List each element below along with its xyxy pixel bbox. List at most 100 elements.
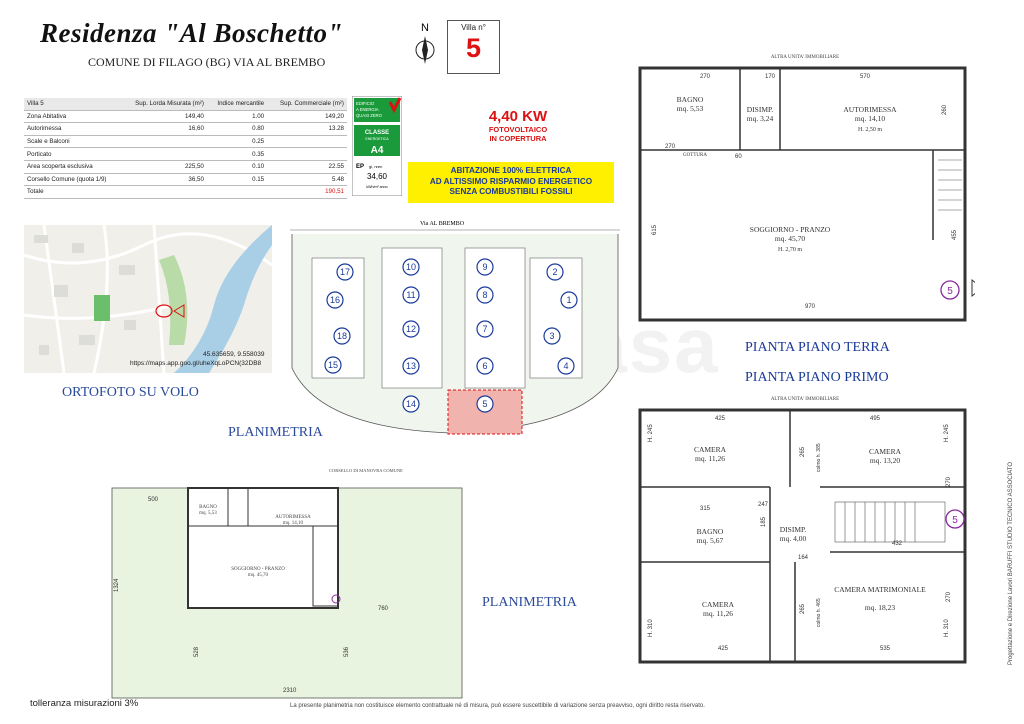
dim-label: 455 <box>952 229 958 240</box>
table-header: Indice mercantile <box>206 98 268 111</box>
room-area: mq. 4,00 <box>780 534 807 543</box>
surface-table: Villa 5 Sup. Lorda Misurata (m²) Indice … <box>24 98 347 199</box>
table-cell: Zona Abitativa <box>24 110 122 124</box>
pv-line-1: FOTOVOLTAICO <box>488 125 548 134</box>
table-cell <box>121 135 207 149</box>
dim-label: 247 <box>758 502 769 508</box>
dim-label: H. 245 <box>944 424 950 442</box>
lot-number: 10 <box>406 262 416 272</box>
dim-label: 164 <box>798 555 809 561</box>
lot-number: 6 <box>482 361 487 371</box>
room-name: DISIMP. <box>747 105 774 114</box>
dim-label: 270 <box>700 74 711 80</box>
lot-number: 9 <box>482 262 487 272</box>
lot-number: 11 <box>406 290 415 300</box>
table-cell <box>121 147 207 161</box>
room-name: BAGNO <box>697 527 724 536</box>
north-arrow-icon: N <box>415 22 435 64</box>
room-name: DISIMP. <box>780 525 807 534</box>
ortofoto-map <box>24 225 272 373</box>
villa-number-box: Villa n° 5 <box>447 20 500 74</box>
ridge-label: colmo h. 385 <box>816 443 822 472</box>
room-name: SOGGIORNO - PRANZO <box>231 567 285 572</box>
dim-label: 425 <box>718 646 729 652</box>
table-header: Sup. Lorda Misurata (m²) <box>121 98 207 111</box>
north-label: N <box>421 22 429 34</box>
room-name: BAGNO <box>677 95 704 104</box>
svg-text:EP: EP <box>356 164 364 170</box>
ground-floor-caption: PIANTA PIANO TERRA <box>745 340 890 355</box>
room-area: mq. 5,53 <box>199 511 217 516</box>
gutter-label: GOTTURA <box>683 153 707 158</box>
dim-label: 970 <box>805 304 816 310</box>
table-cell: 0.10 <box>206 160 268 174</box>
lot-number: 2 <box>552 267 557 277</box>
villa-label: Villa n° <box>461 23 486 32</box>
banner-line: ABITAZIONE 100% ELETTRICA <box>450 166 572 175</box>
lot-number: 13 <box>406 361 416 371</box>
ortofoto-caption: ORTOFOTO SU VOLO <box>62 385 199 400</box>
svg-text:gl, nren: gl, nren <box>369 164 382 169</box>
svg-text:A4: A4 <box>371 145 384 156</box>
dim-label: 1324 <box>114 578 120 592</box>
dim-label: 265 <box>800 603 806 614</box>
table-cell <box>267 135 347 149</box>
dim-label: H. 245 <box>648 424 654 442</box>
room-name: CAMERA <box>702 600 735 609</box>
table-cell: Scale e Balconi <box>24 135 122 149</box>
table-cell: 149,40 <box>121 110 207 124</box>
dim-label: 265 <box>800 446 806 457</box>
room-area: mq. 5,67 <box>697 536 724 545</box>
banner-line: SENZA COMBUSTIBILI FOSSILI <box>449 187 573 196</box>
pv-power: 4,40 KW <box>488 108 548 125</box>
room-area: mq. 14,10 <box>283 521 304 526</box>
table-cell: 36,50 <box>121 173 207 187</box>
table-cell <box>267 147 347 161</box>
dim-label: 260 <box>942 104 948 115</box>
pv-line-2: IN COPERTURA <box>489 134 547 143</box>
room-name: CAMERA <box>869 447 902 456</box>
dim-label: 535 <box>880 646 891 652</box>
dim-label: 60 <box>735 154 742 160</box>
dim-label: 528 <box>194 646 200 657</box>
lot-number: 14 <box>406 399 416 409</box>
site-plan-caption: PLANIMETRIA <box>228 425 323 440</box>
dim-label: 425 <box>715 416 726 422</box>
neighbour-label: ALTRA UNITA' IMMOBILIARE <box>771 397 839 402</box>
studio-vertical-text: Progettazione e Direzione Lavori BARUFFI… <box>1008 462 1014 665</box>
eave-label: colmo h. 465 <box>816 598 822 627</box>
lot-number: 4 <box>563 361 568 371</box>
dim-label: 495 <box>870 416 881 422</box>
villa-marker: 5 <box>952 515 958 526</box>
lot-number: 17 <box>340 267 350 277</box>
lot-number: 16 <box>330 295 340 305</box>
neighbour-label: ALTRA UNITA' IMMOBILIARE <box>771 55 839 60</box>
ground-floor-plan: ALTRA UNITA' IMMOBILIARE BAGNO mq. 5,53 … <box>638 55 975 322</box>
total-value: 190,51 <box>267 185 347 199</box>
table-header: Villa 5 <box>24 98 122 111</box>
room-area: mq. 3,24 <box>747 114 774 123</box>
room-area: mq. 45,70 <box>775 234 805 243</box>
room-height: H. 2,50 m <box>858 127 882 133</box>
room-area: mq. 11,26 <box>695 454 725 463</box>
electric-banner: ABITAZIONE 100% ELETTRICA AD ALTISSIMO R… <box>408 162 614 203</box>
energy-class-badge: EDIFICIO A ENERGIA QUASI ZERO CLASSE ENE… <box>351 95 403 197</box>
entrance-arrow-icon <box>971 278 975 298</box>
dim-label: 536 <box>344 646 350 657</box>
project-title: Residenza "Al Boschetto" <box>40 18 344 48</box>
table-cell: 16,60 <box>121 122 207 136</box>
table-cell: 149,20 <box>267 110 347 124</box>
dim-label: H. 310 <box>648 619 654 637</box>
svg-text:34,60: 34,60 <box>367 172 388 181</box>
lot-number: 7 <box>482 324 487 334</box>
map-link[interactable]: https://maps.app.goo.gl/uheXqLoPCN(32DB8 <box>130 360 262 367</box>
room-name: AUTORIMESSA <box>275 515 311 520</box>
map-coordinates: 45.635659, 9.558039 <box>203 351 265 358</box>
dim-label: 2310 <box>283 688 297 694</box>
svg-text:Progettazione e Direzione Lavo: Progettazione e Direzione Lavori BARUFFI… <box>1008 462 1014 665</box>
dim-label: 315 <box>700 506 711 512</box>
